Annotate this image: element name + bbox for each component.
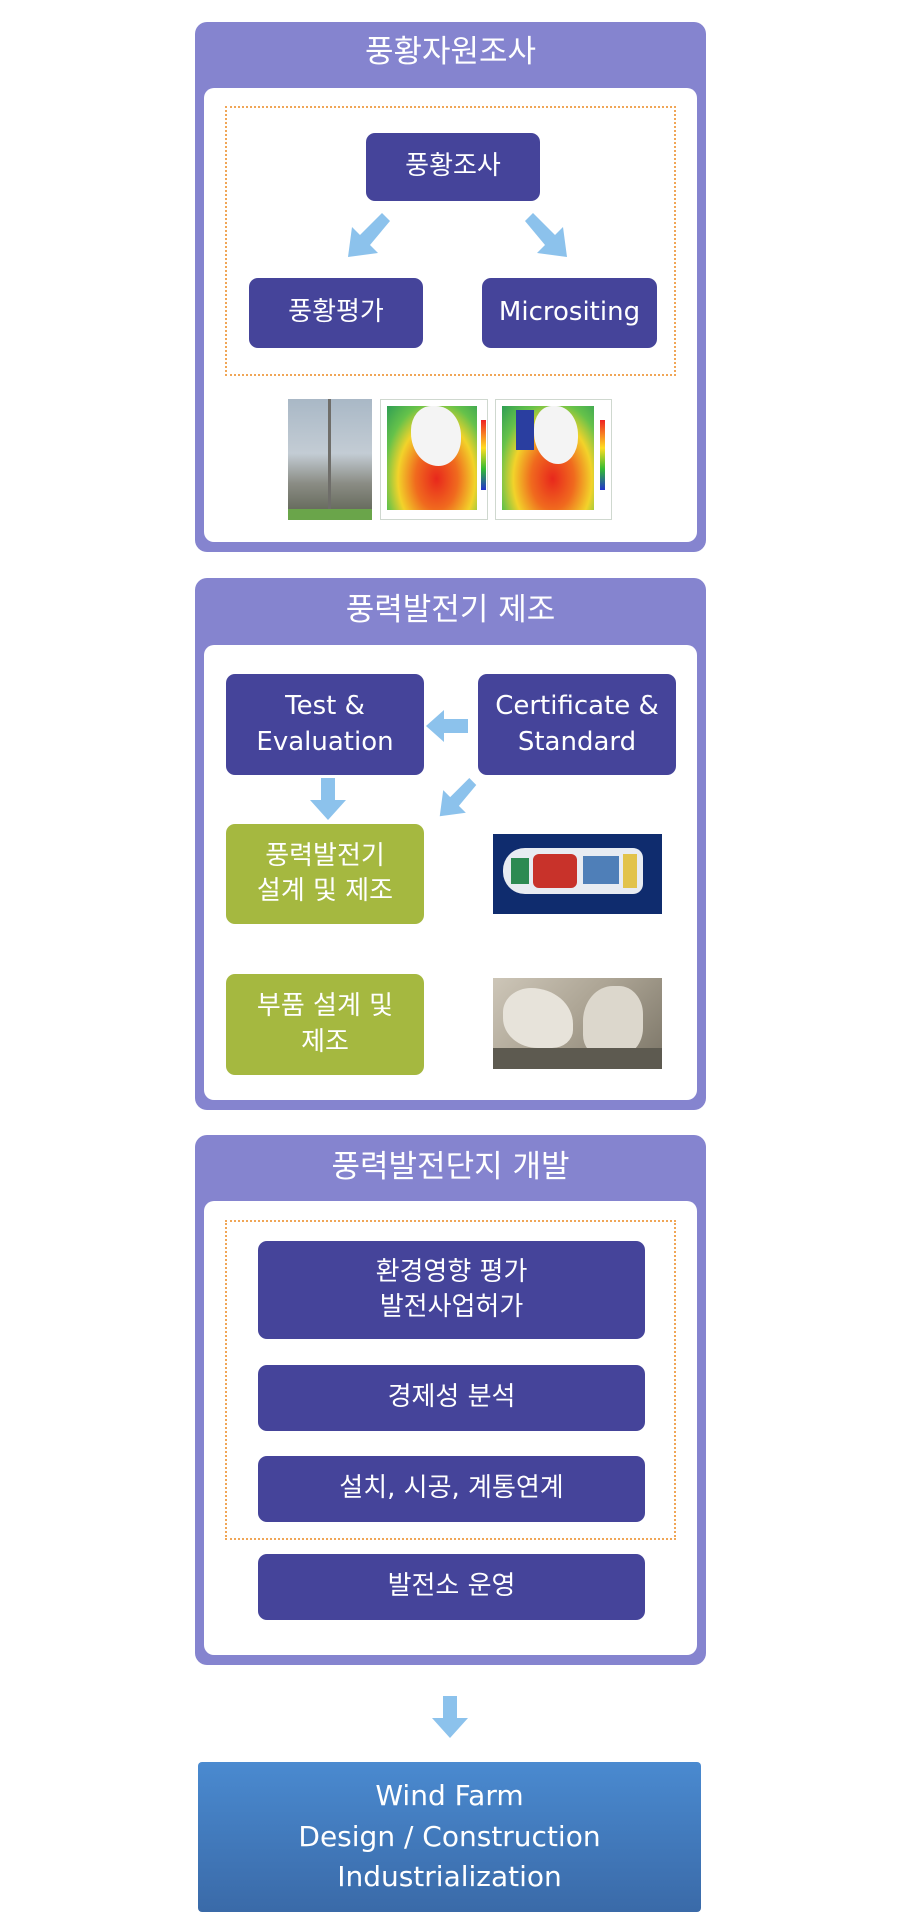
plant-operation-box: 발전소 운영	[258, 1554, 645, 1620]
parts-design-box: 부품 설계 및 제조	[226, 974, 424, 1075]
certificate-standard-box: Certificate & Standard	[478, 674, 676, 775]
arrow-left-icon	[426, 710, 468, 742]
panel-title: 풍력발전단지 개발	[331, 1149, 570, 1185]
wind-assessment-box: 풍황평가	[249, 278, 423, 348]
arrow-down-icon	[310, 778, 346, 820]
process-group	[225, 1220, 676, 1540]
wind-survey-box: 풍황조사	[366, 133, 540, 201]
process-group	[225, 106, 676, 376]
economic-analysis-box: 경제성 분석	[258, 1365, 645, 1431]
arrow-down-right-icon	[525, 213, 567, 257]
micrositing-box: Micrositing	[482, 278, 657, 348]
panel-title: 풍황자원조사	[364, 34, 537, 70]
panel-title: 풍력발전기 제조	[345, 592, 556, 628]
test-evaluation-box: Test & Evaluation	[226, 674, 424, 775]
wind-map-2-image	[495, 399, 612, 520]
arrow-down-left-icon	[348, 213, 390, 257]
nacelle-image	[493, 834, 662, 914]
met-mast-photo	[288, 399, 372, 520]
arrow-down-icon	[432, 1696, 468, 1738]
wind-farm-result-box: Wind Farm Design / Construction Industri…	[198, 1762, 701, 1912]
parts-manufacturing-photo	[493, 978, 662, 1069]
environmental-assessment-box: 환경영향 평가 발전사업허가	[258, 1241, 645, 1339]
installation-box: 설치, 시공, 계통연계	[258, 1456, 645, 1522]
turbine-design-box: 풍력발전기 설계 및 제조	[226, 824, 424, 924]
wind-map-1-image	[380, 399, 488, 520]
arrow-down-left-icon	[439, 778, 477, 817]
